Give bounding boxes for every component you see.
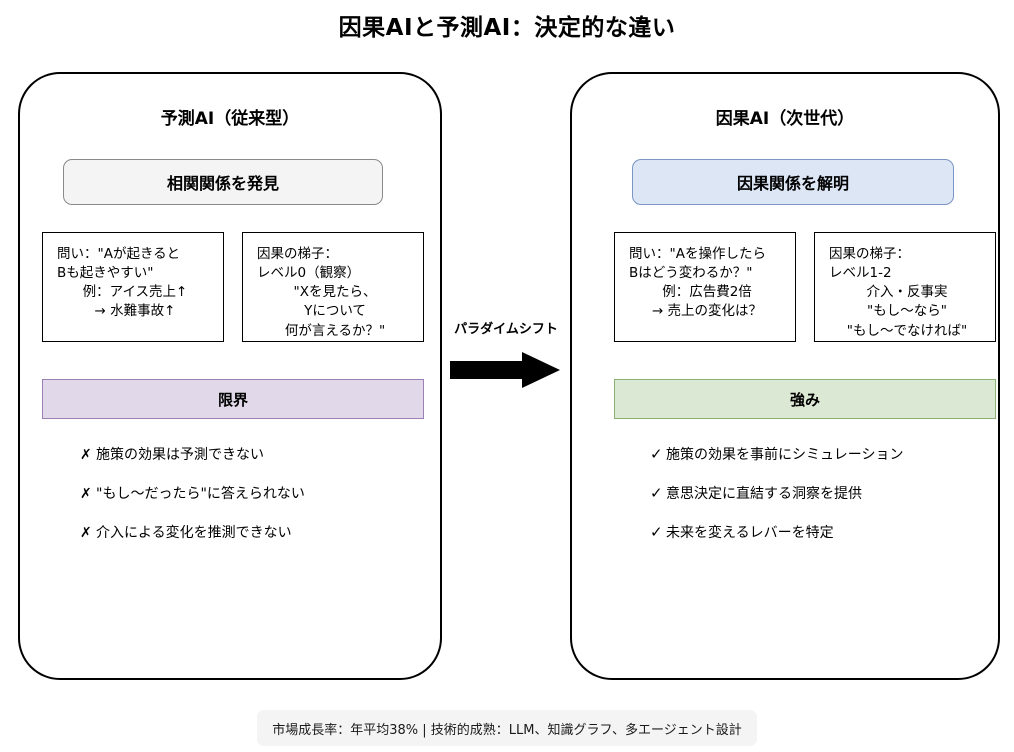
footer-stats-bar: 市場成長率：年平均38% | 技術的成熟：LLM、知識グラフ、多エージェント設計 xyxy=(257,710,757,746)
chip-causality-clarification: 因果関係を解明 xyxy=(632,159,954,205)
check-icon: ✓ xyxy=(650,484,663,502)
panel-predictive-ai: 予測AI（従来型） 相関関係を発見 問い："Aが起きると Bも起きやすい" 例：… xyxy=(18,72,442,680)
question-line-3: 例：広告費2倍 xyxy=(662,284,752,301)
question-line-3: 例：アイス売上↑ xyxy=(82,284,188,301)
banner-label-right: 強み xyxy=(789,390,820,409)
ladder-line-1: 因果の梯子： xyxy=(829,246,910,262)
banner-strengths: 強み xyxy=(614,379,996,419)
list-item: ✗ 介入による変化を推測できない xyxy=(80,522,420,561)
list-item-label: 施策の効果は予測できない xyxy=(96,447,264,463)
banner-label-left: 限界 xyxy=(217,390,248,409)
list-item: ✗ 施策の効果は予測できない xyxy=(80,444,420,483)
check-icon: ✓ xyxy=(650,445,663,463)
ladder-line-4: Yについて xyxy=(304,303,366,320)
list-item-label: 意思決定に直結する洞察を提供 xyxy=(666,486,862,502)
list-item-label: 施策の効果を事前にシミュレーション xyxy=(666,447,904,463)
footer-text: 市場成長率：年平均38% | 技術的成熟：LLM、知識グラフ、多エージェント設計 xyxy=(272,722,742,738)
list-item: ✓ 施策の効果を事前にシミュレーション xyxy=(650,444,990,483)
panel-title-causal-ai: 因果AI（次世代） xyxy=(715,109,855,129)
ladder-line-5: 何が言えるか？" xyxy=(284,322,386,339)
question-line-4: → 水難事故↑ xyxy=(94,303,176,320)
ladder-line-3: "Xを見たら、 xyxy=(293,284,377,301)
paradigm-shift-label: パラダイムシフト xyxy=(454,322,558,337)
chip-label-left: 相関関係を発見 xyxy=(166,174,279,193)
question-line-1: 問い："Aが起きると xyxy=(57,246,181,262)
list-item-label: "もし〜だったら"に答えられない xyxy=(96,486,305,502)
banner-limitations: 限界 xyxy=(42,379,424,419)
list-item: ✗ "もし〜だったら"に答えられない xyxy=(80,483,420,522)
ladder-line-4: "もし〜なら" xyxy=(867,303,947,320)
list-item-label: 未来を変えるレバーを特定 xyxy=(666,525,834,541)
arrow-right-icon xyxy=(450,352,560,388)
panel-title-predictive-ai: 予測AI（従来型） xyxy=(160,109,300,129)
cross-icon: ✗ xyxy=(80,525,92,541)
ladder-line-2: レベル1-2 xyxy=(829,265,892,282)
list-item: ✓ 未来を変えるレバーを特定 xyxy=(650,522,990,561)
question-line-4: → 売上の変化は？ xyxy=(651,303,763,320)
cross-icon: ✗ xyxy=(80,447,92,463)
list-strengths: ✓ 施策の効果を事前にシミュレーション ✓ 意思決定に直結する洞察を提供 ✓ 未… xyxy=(650,444,990,561)
textbox-question-predictive: 問い："Aが起きると Bも起きやすい" 例：アイス売上↑ → 水難事故↑ xyxy=(42,232,224,342)
question-line-2: Bはどう変わるか？" xyxy=(629,265,753,282)
ladder-line-2: レベル0（観察） xyxy=(257,265,361,282)
paradigm-shift-arrow-group: パラダイムシフト xyxy=(442,318,570,398)
chip-label-right: 因果関係を解明 xyxy=(736,174,849,193)
chip-correlation-discovery: 相関関係を発見 xyxy=(63,159,383,205)
question-line-2: Bも起きやすい" xyxy=(57,265,154,282)
cross-icon: ✗ xyxy=(80,486,92,502)
ladder-line-3: 介入・反事実 xyxy=(866,284,948,301)
ladder-line-5: "もし〜でなければ" xyxy=(846,322,968,339)
textbox-question-causal: 問い："Aを操作したら Bはどう変わるか？" 例：広告費2倍 → 売上の変化は？ xyxy=(614,232,796,342)
list-limitations: ✗ 施策の効果は予測できない ✗ "もし〜だったら"に答えられない ✗ 介入によ… xyxy=(80,444,420,561)
ladder-line-1: 因果の梯子： xyxy=(257,246,338,262)
page-title: 因果AIと予測AI：決定的な違い xyxy=(338,15,676,41)
textbox-ladder-causal: 因果の梯子： レベル1-2 介入・反事実 "もし〜なら" "もし〜でなければ" xyxy=(814,232,996,342)
panel-causal-ai: 因果AI（次世代） 因果関係を解明 問い："Aを操作したら Bはどう変わるか？"… xyxy=(570,72,1000,680)
list-item: ✓ 意思決定に直結する洞察を提供 xyxy=(650,483,990,522)
question-line-1: 問い："Aを操作したら xyxy=(629,246,766,262)
textbox-ladder-predictive: 因果の梯子： レベル0（観察） "Xを見たら、 Yについて 何が言えるか？" xyxy=(242,232,424,342)
list-item-label: 介入による変化を推測できない xyxy=(96,525,292,541)
check-icon: ✓ xyxy=(650,523,663,541)
